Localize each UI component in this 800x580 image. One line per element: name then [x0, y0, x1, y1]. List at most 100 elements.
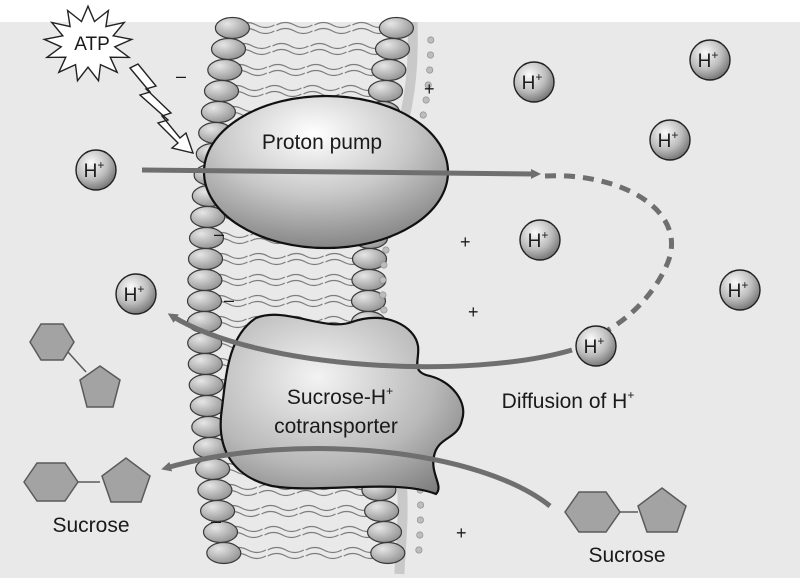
ion-symbol: H	[528, 231, 542, 252]
phospholipid-head	[197, 478, 233, 502]
ion-sphere	[689, 39, 731, 81]
ion-charge: +	[97, 158, 104, 172]
ion-label: H+	[698, 48, 719, 72]
proton-cotransport-arrow	[167, 313, 573, 370]
lipid-tail	[264, 525, 301, 539]
surface-bead	[416, 531, 424, 539]
lipid-tail	[248, 273, 286, 287]
fructose-ring-icon	[637, 487, 687, 533]
phospholipid-head	[186, 289, 223, 313]
phospholipid-head	[210, 37, 247, 61]
lipid-tail	[249, 252, 286, 266]
ion-sphere	[575, 325, 617, 367]
surface-bead	[379, 276, 387, 284]
ion-charge: +	[137, 282, 144, 296]
phospholipid-head	[200, 100, 236, 124]
hydrogen-ion: H+	[649, 119, 691, 161]
lipid-tail	[286, 273, 324, 287]
atp-label: ATP	[74, 34, 110, 55]
ion-label: H+	[584, 334, 605, 358]
minus-sign: –	[176, 66, 186, 86]
surface-bead	[416, 516, 424, 524]
atp-starburst: ATP	[41, 4, 135, 83]
ion-label: H+	[728, 278, 749, 302]
ion-label: H+	[658, 128, 679, 152]
surface-bead	[427, 36, 435, 44]
phospholipid-head	[203, 79, 240, 103]
minus-sign: –	[224, 290, 234, 310]
hydrogen-ion: H+	[519, 219, 561, 261]
energy-bolt-icon	[128, 63, 195, 154]
lipid-tail	[267, 546, 305, 560]
ion-symbol: H	[698, 51, 712, 72]
surface-bead	[380, 306, 388, 314]
lipid-tail	[276, 21, 313, 35]
ion-charge: +	[541, 228, 548, 242]
phospholipid-head	[187, 352, 223, 376]
ion-symbol: H	[84, 161, 98, 182]
lipid-tail	[287, 252, 324, 266]
ion-symbol: H	[584, 337, 598, 358]
ion-sphere	[649, 119, 691, 161]
hydrogen-ion: H+	[115, 273, 157, 315]
surface-bead	[426, 66, 434, 74]
hydrogen-ion: H+	[575, 325, 617, 367]
phospholipid-head	[367, 79, 404, 103]
sucrose-molecule-right	[564, 487, 687, 533]
fructose-ring-icon	[79, 365, 121, 408]
ion-symbol: H	[728, 281, 742, 302]
lipid-tail	[261, 504, 298, 518]
surface-bead	[426, 51, 434, 59]
ion-label: H+	[84, 158, 105, 182]
hydrogen-ion: H+	[513, 61, 555, 103]
ion-symbol: H	[124, 285, 138, 306]
cotransporter-label-line2: cotransporter	[274, 415, 398, 438]
minus-sign: –	[211, 511, 221, 531]
lipid-tail	[310, 42, 347, 56]
ion-charge: +	[741, 278, 748, 292]
hydrogen-ion: H+	[719, 269, 761, 311]
ion-sphere	[513, 61, 555, 103]
ion-charge: +	[671, 128, 678, 142]
phospholipid-head	[214, 16, 250, 40]
phospholipid-head	[187, 268, 223, 292]
lipid-tail	[302, 525, 339, 539]
ion-sphere	[719, 269, 761, 311]
surface-bead	[379, 291, 387, 299]
ion-symbol: H	[658, 131, 672, 152]
phospholipid-head	[189, 394, 225, 418]
proton-pump-label: Proton pump	[262, 131, 382, 154]
sucrose-molecule-free	[29, 323, 121, 408]
lipid-tail	[306, 63, 344, 77]
phospholipid-head	[364, 499, 400, 523]
sucrose-molecule-left	[23, 457, 151, 503]
fructose-ring-icon	[101, 457, 151, 503]
phospholipid-head	[374, 37, 411, 61]
lipid-tail	[299, 504, 336, 518]
lipid-tail	[268, 63, 306, 77]
phospholipid-head	[188, 373, 224, 397]
surface-bead	[424, 81, 432, 89]
phospholipid-head	[366, 520, 403, 544]
phospholipid-head	[207, 58, 243, 82]
ion-charge: +	[711, 48, 718, 62]
ion-charge: +	[535, 70, 542, 84]
surface-bead	[415, 546, 423, 554]
lipid-tail	[286, 294, 323, 308]
ion-label: H+	[522, 70, 543, 94]
surface-bead	[419, 111, 427, 119]
lipid-tail	[314, 21, 351, 35]
ion-symbol: H	[522, 73, 536, 94]
ion-sphere	[75, 149, 117, 191]
phospholipid-head	[187, 247, 224, 271]
plus-sign: +	[468, 302, 479, 322]
minus-sign: –	[214, 224, 224, 244]
sucrose-label-right: Sucrose	[588, 544, 665, 567]
hydrogen-ion: H+	[689, 39, 731, 81]
ion-label: H+	[528, 228, 549, 252]
lipid-tail	[265, 84, 302, 98]
surface-bead	[417, 501, 425, 509]
lipid-tail	[305, 546, 343, 560]
